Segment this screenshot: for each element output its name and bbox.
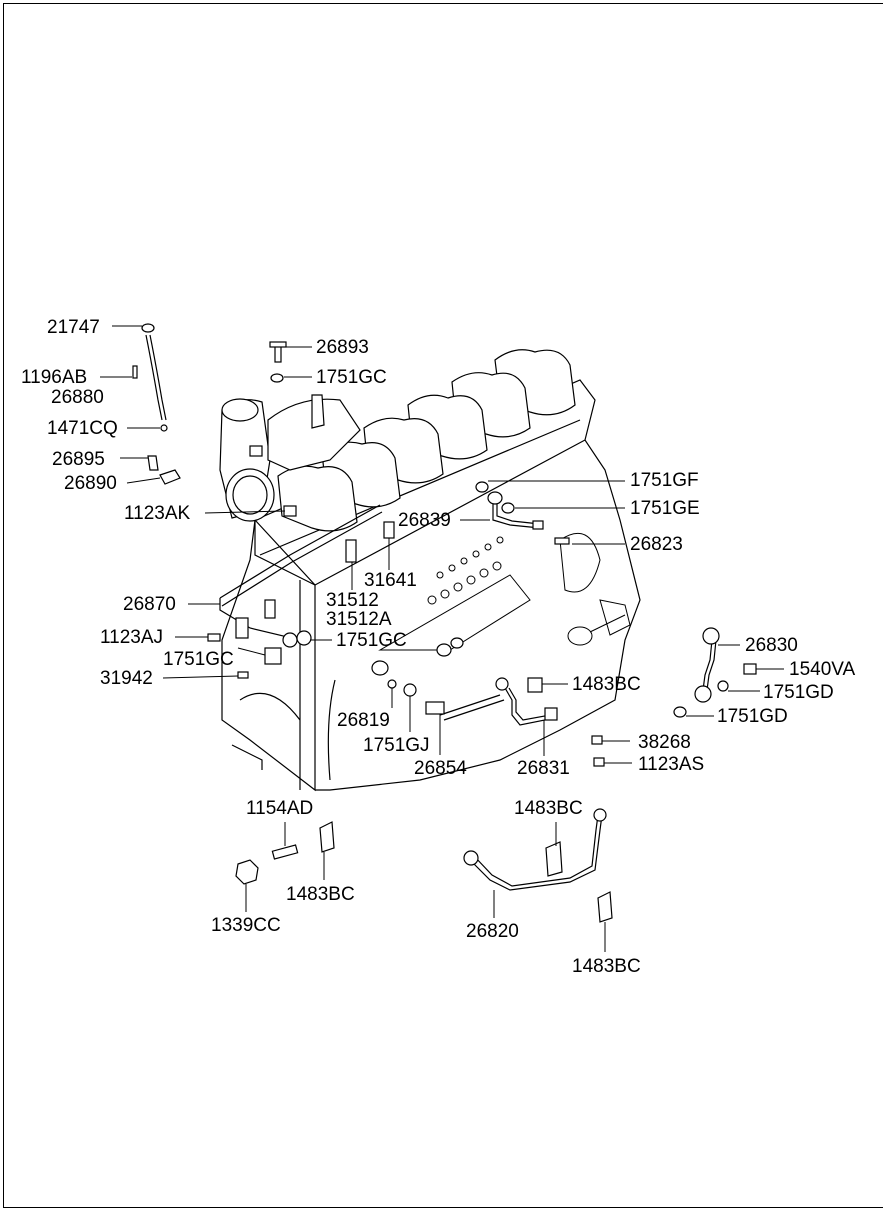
- part-label-1483BC-d: 1483BC: [572, 956, 641, 977]
- turbocharger: [219, 394, 361, 522]
- part-label-1751GD-a: 1751GD: [763, 682, 834, 703]
- part-label-1123AS: 1123AS: [638, 754, 705, 775]
- part-label-26823: 26823: [630, 534, 683, 555]
- part-label-26870: 26870: [123, 594, 176, 615]
- cam-port-row: [427, 536, 504, 605]
- part-label-26880: 26880: [51, 387, 104, 408]
- part-label-21747: 21747: [47, 317, 100, 338]
- part-label-1123AK: 1123AK: [124, 503, 191, 524]
- part-label-1483BC-c: 1483BC: [514, 798, 583, 819]
- part-label-31512A: 31512A: [326, 609, 392, 630]
- part-label-31641: 31641: [364, 570, 417, 591]
- part-label-26895: 26895: [52, 449, 105, 470]
- part-label-1540VA: 1540VA: [789, 659, 856, 680]
- diagram-frame: [3, 3, 883, 1208]
- part-label-1339CC: 1339CC: [211, 915, 281, 936]
- part-label-26893: 26893: [316, 337, 369, 358]
- part-label-1751GE: 1751GE: [630, 498, 700, 519]
- part-label-1196AB: 1196AB: [21, 367, 88, 388]
- rocker-covers: [277, 349, 576, 532]
- part-label-1751GC-left: 1751GC: [163, 649, 234, 670]
- part-label-26830: 26830: [745, 635, 798, 656]
- part-label-1751GJ: 1751GJ: [363, 735, 430, 756]
- part-label-26831: 26831: [517, 758, 570, 779]
- part-label-26854: 26854: [414, 758, 467, 779]
- part-label-26820: 26820: [466, 921, 519, 942]
- part-label-31512: 31512: [326, 590, 379, 611]
- part-label-1751GF: 1751GF: [630, 470, 699, 491]
- part-label-31942: 31942: [100, 668, 153, 689]
- part-label-26890: 26890: [64, 473, 117, 494]
- part-label-1154AD: 1154AD: [246, 798, 314, 819]
- small-parts: [132, 323, 757, 923]
- leader-lines: [100, 325, 784, 952]
- part-label-1751GC-mid: 1751GC: [336, 630, 407, 651]
- part-label-26819: 26819: [337, 710, 390, 731]
- part-label-38268: 38268: [638, 732, 691, 753]
- part-label-1483BC-a: 1483BC: [572, 674, 641, 695]
- part-label-26839: 26839: [398, 510, 451, 531]
- part-label-1751GD-b: 1751GD: [717, 706, 788, 727]
- part-label-1123AJ: 1123AJ: [100, 627, 164, 648]
- engine-block: [221, 379, 641, 792]
- part-label-1751GC-top: 1751GC: [316, 367, 387, 388]
- part-label-1471CQ: 1471CQ: [47, 418, 118, 439]
- part-label-1483BC-b: 1483BC: [286, 884, 355, 905]
